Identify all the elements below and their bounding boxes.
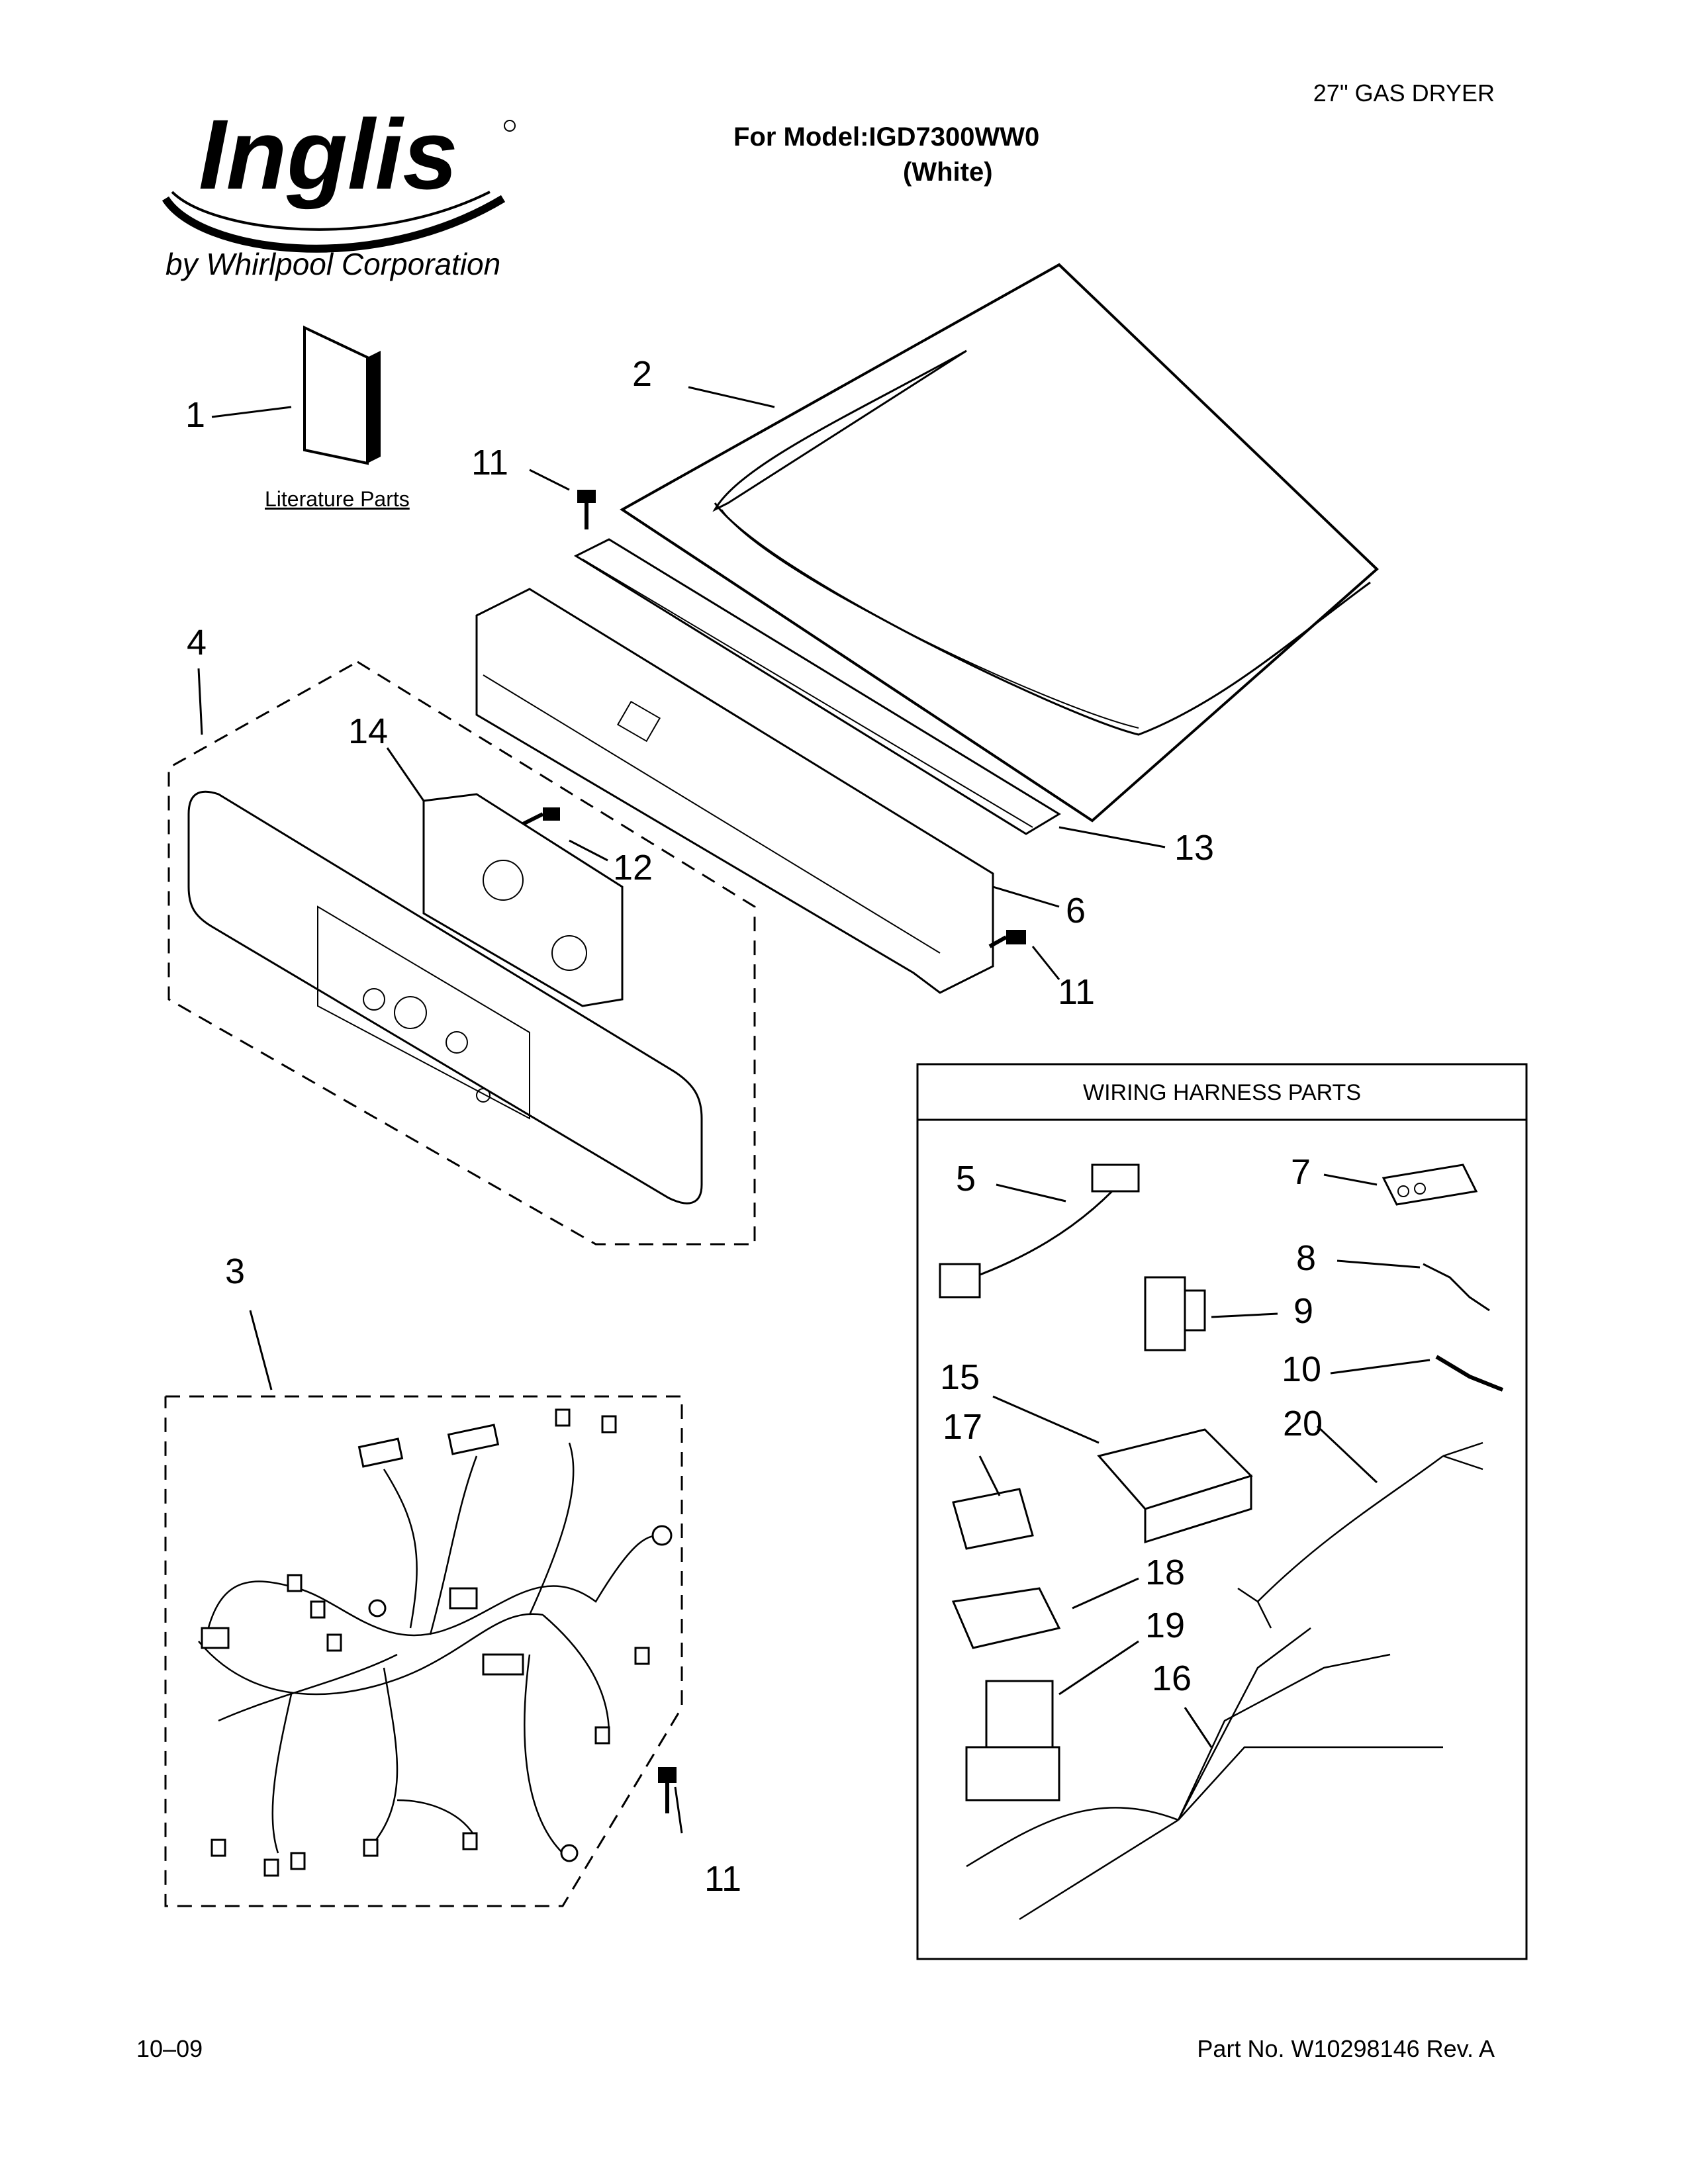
screw-board (522, 807, 560, 826)
connector-7 (1382, 1163, 1478, 1206)
callout-8: 8 (1296, 1238, 1317, 1278)
callout-2: 2 (632, 354, 653, 394)
color-line: (White) (903, 158, 993, 187)
leader-lines (197, 386, 1430, 1834)
terminal-10 (1435, 1355, 1504, 1392)
screw-harness (658, 1767, 677, 1813)
callout-16: 16 (1152, 1659, 1192, 1698)
callout-15: 15 (940, 1357, 980, 1397)
jumper-harness-20 (1237, 1441, 1483, 1629)
footer-date: 10–09 (136, 2035, 203, 2062)
terminal-8 (1423, 1263, 1490, 1312)
callout-12: 12 (613, 848, 653, 887)
connector-15 (1097, 1428, 1253, 1544)
callout-17: 17 (943, 1407, 983, 1447)
harness-16 (966, 1627, 1443, 1921)
connector-19 (965, 1680, 1060, 1801)
brand-logo-text: Inglis (199, 99, 458, 210)
inglis-logo: Inglis (162, 99, 516, 253)
literature-booklet (303, 325, 381, 465)
screw-top (577, 490, 596, 529)
harness-connectors (201, 1408, 673, 1877)
screw-frame (988, 930, 1026, 948)
callout-14: 14 (348, 711, 389, 751)
connector-18 (951, 1587, 1061, 1649)
connector-17 (952, 1488, 1034, 1550)
callout-11-frame: 11 (1058, 972, 1096, 1012)
brand-subtitle: by Whirlpool Corporation (165, 247, 501, 281)
callout-3: 3 (225, 1251, 246, 1291)
callout-10: 10 (1282, 1349, 1322, 1389)
control-console (187, 790, 703, 1205)
product-type: 27" GAS DRYER (1313, 79, 1495, 107)
connector-9 (1144, 1276, 1206, 1351)
callout-11-harness: 11 (704, 1859, 742, 1899)
wiring-harness-box (916, 1063, 1528, 1960)
callout-18: 18 (1145, 1553, 1186, 1592)
callout-7: 7 (1291, 1152, 1311, 1192)
callout-9: 9 (1293, 1291, 1314, 1331)
callout-1: 1 (185, 395, 206, 435)
control-board (422, 793, 624, 1007)
console-group-outline (167, 660, 756, 1246)
model-line: For Model:IGD7300WW0 (733, 122, 1040, 152)
literature-parts-label: Literature Parts (265, 487, 410, 511)
main-harness (198, 1442, 663, 1854)
callout-13: 13 (1174, 828, 1215, 868)
top-panel (620, 263, 1379, 823)
pigtail-harness (939, 1163, 1140, 1298)
console-frame (475, 588, 994, 994)
bracket-rail (573, 538, 1061, 835)
callout-6: 6 (1066, 891, 1086, 931)
callout-11-top: 11 (471, 443, 509, 482)
wiring-harness-title: WIRING HARNESS PARTS (1082, 1080, 1362, 1105)
callout-19: 19 (1145, 1606, 1186, 1645)
callout-20: 20 (1283, 1404, 1323, 1443)
harness-group-outline (164, 1395, 683, 1907)
callout-5: 5 (956, 1159, 976, 1199)
footer-part-number: Part No. W10298146 Rev. A (1197, 2035, 1495, 2062)
callout-4: 4 (187, 623, 207, 662)
